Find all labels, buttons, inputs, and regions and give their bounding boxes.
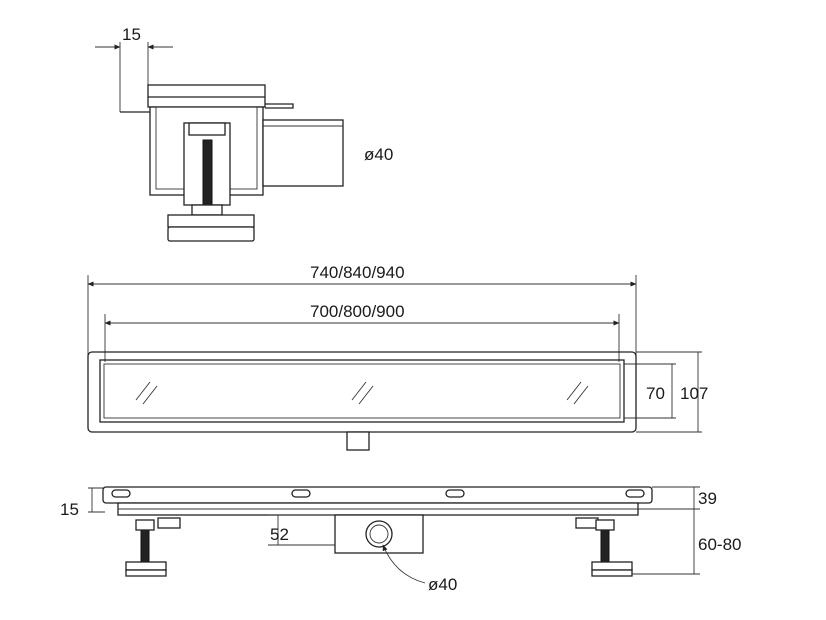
dim-inner-length-label: 700/800/900 xyxy=(310,302,405,321)
dim-depth-label: 52 xyxy=(270,525,289,544)
dim-outlet-diameter-side: ø40 xyxy=(428,575,457,594)
dim-flange-height-label: 15 xyxy=(60,500,79,519)
dim-outlet-diameter-top: ø40 xyxy=(364,145,393,164)
dim-leg-height-label: 60-80 xyxy=(698,535,741,554)
side-view: 15 52 xyxy=(60,486,741,594)
dim-outer-width-label: 107 xyxy=(680,384,708,403)
dim-outer-length-label: 740/840/940 xyxy=(310,263,405,282)
cross-section-view: 15 ø40 xyxy=(95,25,393,242)
dim-body-height-label: 39 xyxy=(698,489,717,508)
dim-inner-width-label: 70 xyxy=(646,384,665,403)
plan-view: 740/840/940 700/800/900 70 107 xyxy=(87,263,708,451)
dim-flange-label: 15 xyxy=(122,25,141,44)
